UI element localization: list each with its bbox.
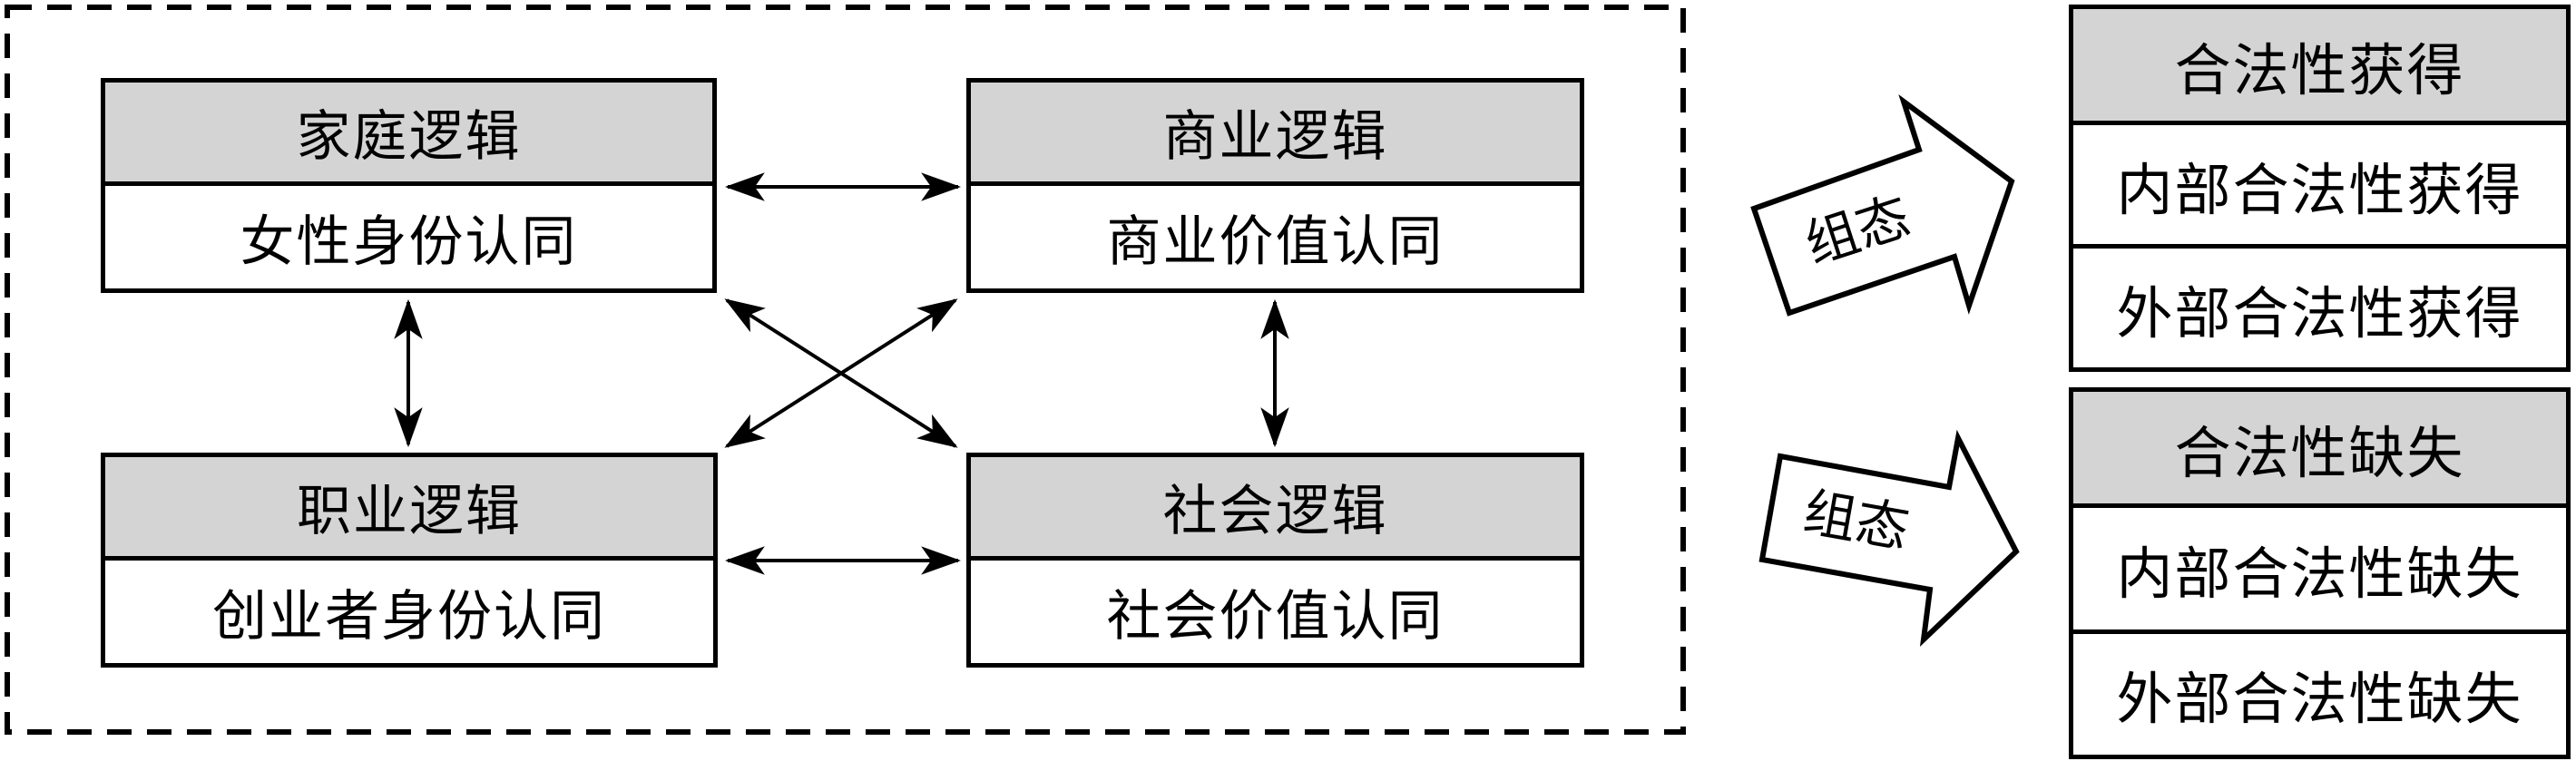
box-business-logic: 商业逻辑 商业价值认同: [966, 78, 1584, 293]
table-legitimacy-loss-row-internal: 内部合法性缺失: [2073, 508, 2566, 629]
config-block-arrow-bottom: 组态: [1758, 429, 2020, 647]
dashed-container-border: [5, 5, 1686, 735]
box-business-logic-body: 商业价值认同: [971, 186, 1580, 288]
table-legitimacy-loss-row-external: 外部合法性缺失: [2073, 629, 2566, 755]
box-social-logic-body: 社会价值认同: [971, 561, 1580, 663]
box-professional-logic-header: 职业逻辑: [105, 457, 713, 561]
box-family-logic: 家庭逻辑 女性身份认同: [101, 78, 717, 293]
table-legitimacy-gain-row-internal: 内部合法性获得: [2073, 125, 2566, 244]
table-legitimacy-loss-header: 合法性缺失: [2073, 392, 2566, 508]
box-social-logic-header: 社会逻辑: [971, 457, 1580, 561]
arrow-business-professional-diagonal: [724, 298, 958, 448]
box-social-logic: 社会逻辑 社会价值认同: [966, 453, 1584, 668]
table-legitimacy-gain-row-external: 外部合法性获得: [2073, 244, 2566, 367]
box-professional-logic: 职业逻辑 创业者身份认同: [101, 453, 718, 668]
table-legitimacy-gain-header: 合法性获得: [2073, 9, 2566, 125]
box-business-logic-header: 商业逻辑: [971, 83, 1580, 186]
config-block-arrow-bottom-shape: [1758, 429, 2020, 647]
config-block-arrow-top-shape: [1750, 94, 2015, 317]
box-family-logic-header: 家庭逻辑: [105, 83, 712, 186]
table-legitimacy-gain: 合法性获得 内部合法性获得 外部合法性获得: [2069, 5, 2571, 372]
box-professional-logic-body: 创业者身份认同: [105, 561, 713, 663]
config-block-arrow-top: 组态: [1750, 94, 2015, 317]
box-family-logic-body: 女性身份认同: [105, 186, 712, 288]
table-legitimacy-loss: 合法性缺失 内部合法性缺失 外部合法性缺失: [2069, 387, 2571, 759]
